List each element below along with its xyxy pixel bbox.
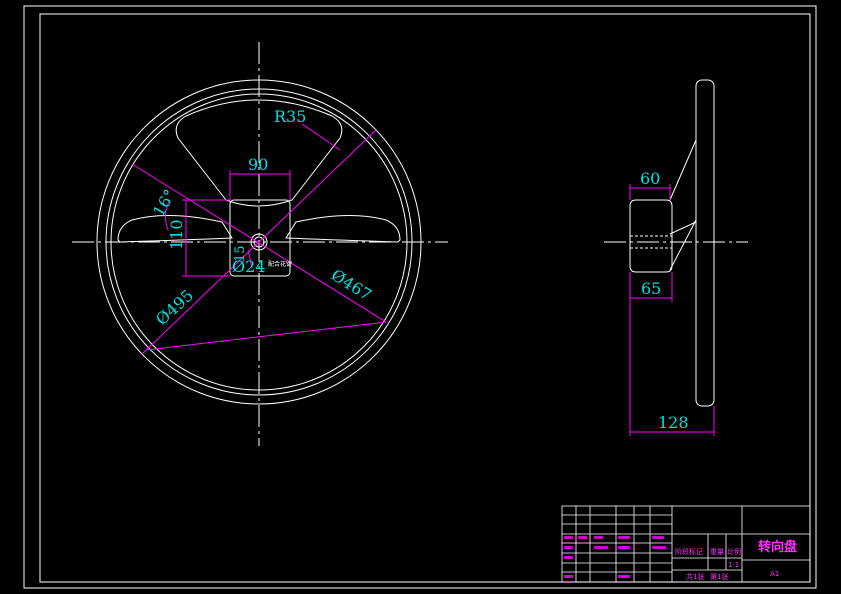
hub-bore-inner (253, 236, 265, 248)
dia467-leader (145, 321, 387, 351)
tb-mark (652, 546, 666, 549)
upper-spoke-window (175, 99, 343, 207)
dim-dia467: Ø467 (328, 265, 375, 304)
title-block-filler-marks (564, 536, 666, 578)
side-view (604, 79, 748, 407)
tb-mark (564, 575, 573, 578)
r35-leader (301, 123, 341, 151)
outer-border (23, 5, 817, 589)
tb-weight: 重量 (710, 548, 724, 556)
spoke-lower (669, 219, 697, 271)
tb-mark (564, 546, 573, 549)
front-view (72, 42, 448, 446)
dia24-leader (247, 249, 253, 269)
dim-dia24: Ø24 (232, 257, 265, 276)
side-dimension-lines (629, 184, 715, 436)
tb-sheets-total: 共1张 (686, 572, 704, 581)
tb-mark (578, 536, 587, 539)
dim-r35: R35 (274, 107, 306, 126)
tb-part-name: 转向盘 (758, 539, 797, 555)
title-block-frame (561, 505, 811, 583)
dim-110: 110 (167, 219, 186, 250)
rim-inner-circle (105, 88, 413, 396)
dim-90: 90 (248, 155, 268, 174)
diag-ne-sw (141, 129, 377, 355)
note-spline-fit: 配合花键 (268, 260, 292, 268)
dim-128: 128 (658, 413, 689, 432)
diag-nw-se (131, 163, 387, 323)
hub-bore-outer (250, 233, 268, 251)
rim-section (695, 79, 715, 407)
rim-innermost-circle (110, 93, 408, 391)
tb-mark (652, 536, 664, 539)
left-spoke-window (117, 215, 233, 243)
spoke-upper (669, 139, 697, 201)
tb-mark (618, 546, 630, 549)
hub-section (629, 199, 673, 273)
tb-sheet-no: 第1张 (710, 572, 728, 581)
dim-15: 15 (233, 245, 248, 262)
ang16-arc (164, 199, 171, 231)
tb-sheet-size: A1 (770, 570, 779, 578)
inner-border (39, 13, 811, 583)
title-block (561, 505, 811, 583)
tb-mark (594, 536, 603, 539)
tb-mark (618, 536, 630, 539)
tb-mark (594, 546, 608, 549)
tb-ratio: 比例 (727, 547, 741, 556)
spoke-mid (669, 221, 697, 235)
tb-mark (564, 536, 573, 539)
tb-mark (618, 575, 630, 578)
dim-65: 65 (641, 279, 661, 298)
tb-stage-mark: 阶段标记 (675, 547, 703, 556)
dim-60: 60 (640, 169, 660, 188)
tb-scale: 1:1 (728, 561, 739, 569)
hub-square (229, 199, 291, 277)
front-dimension-lines (131, 123, 387, 355)
tb-mark (564, 556, 573, 559)
rim-outer-circle (96, 79, 422, 405)
right-spoke-window (285, 215, 401, 243)
